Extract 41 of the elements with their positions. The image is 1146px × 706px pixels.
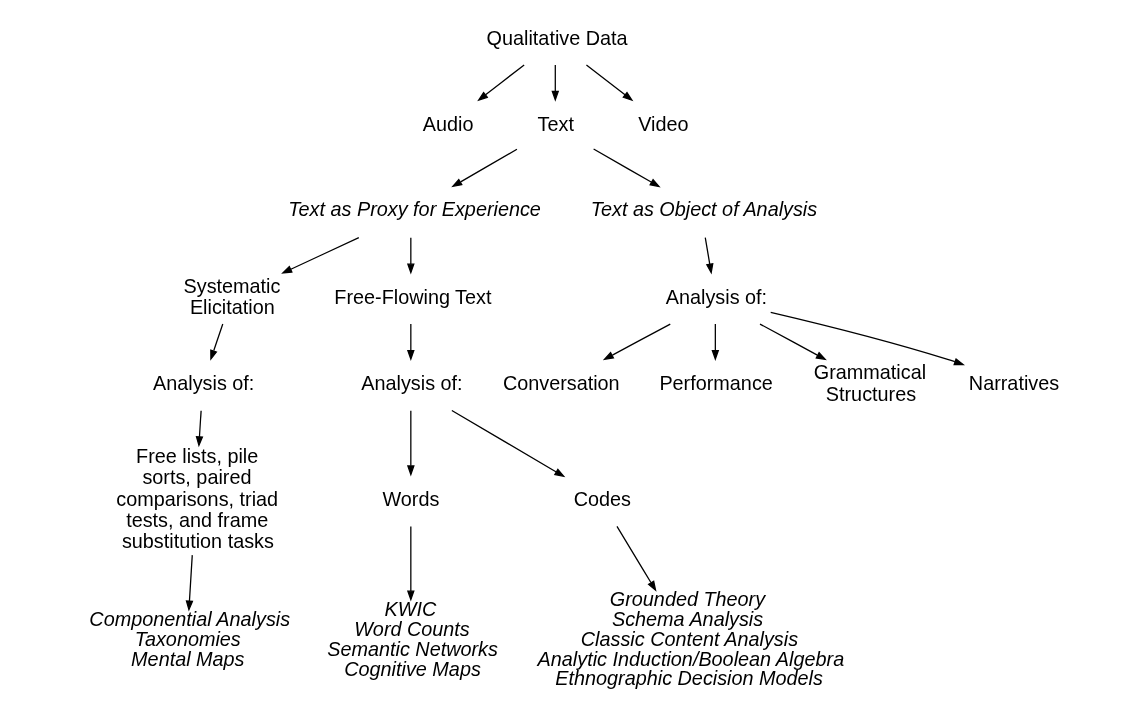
arrow — [451, 409, 566, 478]
arrow — [593, 148, 661, 188]
node-text: Grammatical Structures — [813, 361, 927, 405]
node-text: KWIC Word Counts Semantic Networks Cognitive Maps — [327, 598, 498, 680]
arrow — [770, 311, 965, 366]
arrow — [704, 237, 714, 275]
arrow — [406, 323, 415, 361]
node-text: Conversation — [502, 372, 620, 395]
arrow — [602, 323, 671, 361]
node-text: Text as Proxy for Experience — [288, 197, 541, 220]
node-text: Systematic Elicitation — [183, 275, 281, 319]
arrow — [477, 64, 525, 102]
arrow — [195, 410, 204, 448]
node-text: Free-Flowing Text — [334, 285, 492, 308]
node-text: Performance — [659, 372, 773, 395]
arrow — [210, 323, 224, 361]
node-text: Analysis of: — [153, 372, 255, 395]
node-text: Audio — [422, 112, 474, 135]
arrow — [406, 410, 415, 477]
arrow — [281, 237, 360, 274]
node-text: Codes — [573, 487, 631, 510]
arrow — [616, 525, 657, 592]
node-text: Qualitative Data — [486, 26, 628, 49]
arrow — [551, 64, 560, 102]
node-text: Free lists, pile sorts, paired comparisons, triad tests, and frame substitution tasks — [116, 445, 279, 553]
node-text: Narratives — [968, 372, 1060, 395]
arrow — [406, 525, 415, 602]
node-text: Video — [638, 112, 689, 135]
arrow — [711, 323, 720, 361]
node-text: Text as Object of Analysis — [590, 197, 818, 220]
arrow — [185, 554, 194, 612]
node-text: Text — [537, 112, 574, 135]
arrow — [585, 64, 634, 102]
arrow — [759, 323, 827, 361]
node-text: Componential Analysis Taxonomies Mental Maps — [89, 607, 291, 670]
node-text: Analysis of: — [361, 372, 463, 395]
node-text: Grounded Theory Schema Analysis Classic Content Analysis Analytic Induction/Boolean Algebra Ethnographic Decision Models — [537, 588, 845, 690]
arrow — [451, 148, 518, 188]
arrow — [406, 237, 415, 275]
node-text: Words — [382, 487, 440, 510]
node-text: Analysis of: — [665, 285, 768, 308]
